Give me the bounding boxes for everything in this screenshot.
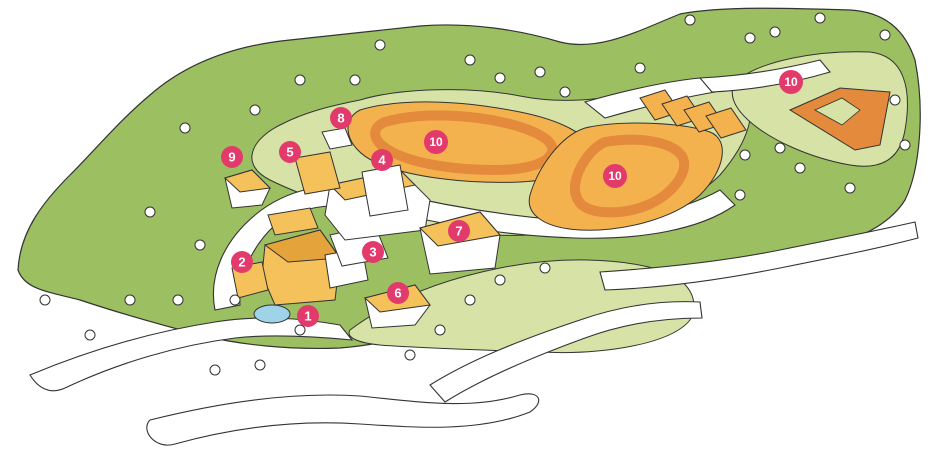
tree [144,206,156,218]
marker-4[interactable]: 4 [371,149,393,171]
tree [844,182,856,194]
marker-1[interactable]: 1 [297,305,319,327]
building-9-roof [224,169,272,193]
marker-6[interactable]: 6 [387,282,409,304]
marker-7-circle [448,220,470,242]
marker-7-label: 7 [455,224,462,239]
tree [39,294,51,306]
marker-10-baseball-circle [779,70,803,94]
annex-building [267,207,319,236]
track-lane-lower [570,134,690,218]
marker-5[interactable]: 5 [279,141,301,163]
building-8 [321,127,353,150]
tree [349,74,361,86]
marker-7[interactable]: 7 [448,220,470,242]
marker-10-baseball-label: 10 [784,75,798,89]
southeast-road [429,301,703,403]
tree [124,294,136,306]
tennis-courts [639,89,747,139]
building-5 [294,151,341,195]
marker-10-lower-track-circle [603,164,627,188]
marker-9[interactable]: 9 [221,146,243,168]
marker-9-circle [221,146,243,168]
marker-5-circle [279,141,301,163]
main-entrance-road [29,317,354,392]
tree [739,149,751,161]
tree [769,26,781,38]
tree [229,294,241,306]
tree [539,262,551,274]
tree [734,189,746,201]
tree [634,62,646,74]
marker-3[interactable]: 3 [362,241,384,263]
tree [494,72,506,84]
tree [534,66,546,78]
tree [464,54,476,66]
track-lane-upper [370,110,558,176]
east-road [698,59,831,93]
road-network [29,59,919,446]
tree [254,359,266,371]
marker-1-label: 1 [304,309,311,324]
tree [684,14,696,26]
marker-9-label: 9 [228,150,235,165]
tree [879,29,891,41]
marker-2-label: 2 [238,255,245,270]
tree [209,364,221,376]
marker-4-label: 4 [378,153,386,168]
tree [744,32,756,44]
tree [464,294,476,306]
marker-10-upper-track[interactable]: 10 [424,130,448,154]
markers: 1 2 3 4 5 6 7 8 [221,70,803,327]
marker-3-circle [362,241,384,263]
trees [39,12,911,376]
marker-8-circle [330,107,352,129]
marker-1-circle [297,305,319,327]
baseball-diamond-grass [814,97,861,126]
marker-3-label: 3 [369,245,376,260]
marker-6-circle [387,282,409,304]
marker-10-baseball[interactable]: 10 [779,70,803,94]
marker-2[interactable]: 2 [231,251,253,273]
marker-6-label: 6 [394,286,401,301]
marker-5-label: 5 [286,145,293,160]
tree [494,274,506,286]
marker-4-circle [371,149,393,171]
tree [374,39,386,51]
marker-8-label: 8 [337,111,344,126]
tree [559,86,571,98]
tree [294,74,306,86]
tree [84,329,96,341]
tree [794,162,806,174]
tree [294,324,306,336]
tree [434,324,446,336]
tree [899,139,911,151]
tree [194,239,206,251]
right-descending-road [599,221,919,291]
tennis-court [705,107,747,139]
marker-8[interactable]: 8 [330,107,352,129]
tree [249,104,261,116]
tree [814,12,826,24]
marker-10-lower-track-label: 10 [608,169,622,183]
tree [179,122,191,134]
tree [172,294,184,306]
marker-10-upper-track-label: 10 [429,135,443,149]
tree [889,94,901,106]
lower-road [146,393,540,446]
tree [404,349,416,361]
baseball-field [788,87,891,151]
marker-10-lower-track[interactable]: 10 [603,164,627,188]
marker-2-circle [231,251,253,273]
fountain [253,304,291,324]
tree [774,142,786,154]
marker-10-upper-track-circle [424,130,448,154]
building-4-tower [361,164,409,217]
